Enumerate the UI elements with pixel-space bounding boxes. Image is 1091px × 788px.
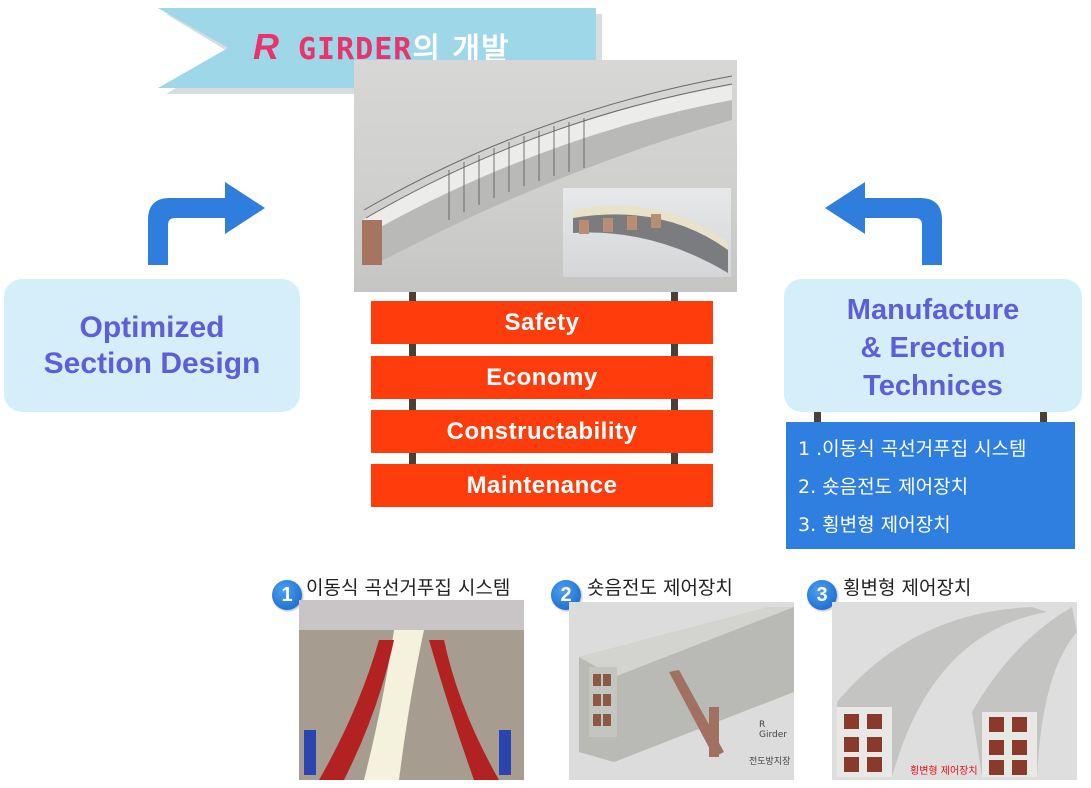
panel-economy: Economy (371, 356, 713, 399)
photo-caption-device: 전도방지장 (749, 757, 791, 767)
photo-caption-r-girder: R Girder (759, 720, 787, 740)
panel-maintenance: Maintenance (371, 464, 713, 507)
multi-girder-illustration (573, 205, 728, 273)
bottom-label-1: 이동식 곡선거푸집 시스템 (306, 577, 511, 599)
turn-right-arrow-icon (140, 170, 270, 274)
curved-formwork-system-photo (299, 600, 524, 780)
curved-girder-illustration (362, 75, 733, 265)
right-box-line3: Technices (863, 370, 1003, 402)
technique-list-item-1: 1 .이동식 곡선거푸집 시스템 (798, 438, 1027, 460)
main-girder-photo (354, 60, 737, 292)
bottom-label-3: 횡변형 제어장치 (843, 577, 972, 599)
left-box-line1: Optimized (79, 311, 225, 344)
technique-list-item-3: 3. 횡변형 제어장치 (798, 514, 951, 536)
title-r-letter: R (253, 26, 280, 67)
overturning-control-device-photo: R Girder 전도방지장 (569, 602, 794, 780)
manufacture-erection-box: Manufacture & Erection Technices (784, 279, 1082, 412)
lateral-deformation-control-photo: 횡변형 제어장치 (832, 602, 1077, 780)
number-badge-1: 1 (272, 580, 302, 610)
left-box-line2: Section Design (43, 347, 261, 380)
bottom-label-2: 숏음전도 제어장치 (587, 577, 733, 599)
panel-safety: Safety (371, 301, 713, 344)
technique-list-item-2: 2. 숏음전도 제어장치 (798, 476, 969, 498)
panel-constructability: Constructability (371, 410, 713, 453)
turn-left-arrow-icon (820, 170, 950, 274)
left-panel-post (409, 292, 416, 507)
technique-list: 1 .이동식 곡선거푸집 시스템 2. 숏음전도 제어장치 3. 횡변형 제어장… (786, 422, 1075, 549)
right-panel-post (671, 292, 678, 507)
right-box-line2: & Erection (860, 332, 1006, 364)
right-list-right-post (1040, 412, 1047, 424)
photo-caption-lateral: 횡변형 제어장치 (910, 766, 978, 777)
right-box-line1: Manufacture (846, 294, 1020, 326)
multi-girder-inset-photo (563, 188, 731, 277)
right-list-left-post (814, 412, 821, 424)
optimized-section-design-box: Optimized Section Design (4, 279, 300, 412)
